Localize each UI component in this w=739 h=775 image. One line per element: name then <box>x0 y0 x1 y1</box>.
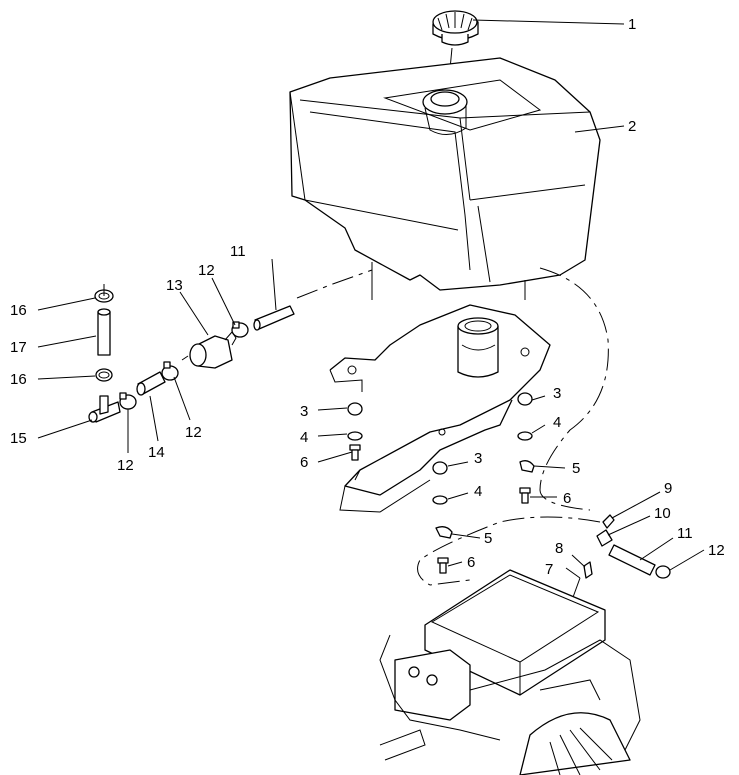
mount-hardware-left <box>347 402 363 461</box>
carburetor-fuel-inlet <box>571 514 671 601</box>
callout-11: 11 <box>230 243 246 260</box>
mounting-plate <box>329 304 551 513</box>
callout-3: 3 <box>300 403 308 420</box>
callout-12: 12 <box>708 542 725 559</box>
fuel-filter <box>181 331 237 369</box>
callout-6: 6 <box>563 490 571 507</box>
callout-2: 2 <box>628 118 636 135</box>
callout-labels: 1 2 3 3 3 4 4 4 5 5 6 6 6 7 8 9 10 11 11… <box>10 16 725 578</box>
mount-hardware-center <box>432 461 453 574</box>
callout-3: 3 <box>474 450 482 467</box>
fuel-cap <box>432 10 479 91</box>
tee-fitting <box>88 395 121 423</box>
fuel-line-routing <box>296 267 609 586</box>
callout-5: 5 <box>484 530 492 547</box>
callout-16: 16 <box>10 302 27 319</box>
callout-11: 11 <box>677 525 693 542</box>
callout-4: 4 <box>474 483 482 500</box>
callout-4: 4 <box>300 429 308 446</box>
callout-6: 6 <box>300 454 308 471</box>
callout-8: 8 <box>555 540 563 557</box>
callout-10: 10 <box>654 505 671 522</box>
callout-5: 5 <box>572 460 580 477</box>
callout-14: 14 <box>148 444 165 461</box>
hose-clamp <box>161 361 179 381</box>
hose-clamp <box>119 392 137 410</box>
fuel-filter-assembly <box>88 289 295 423</box>
mount-hardware-right <box>517 392 535 504</box>
leader-lines <box>37 19 705 579</box>
engine <box>379 569 641 775</box>
callout-12: 12 <box>117 457 134 474</box>
fuel-tank <box>289 57 601 300</box>
hose-clamp <box>231 321 249 338</box>
callout-6: 6 <box>467 554 475 571</box>
callout-3: 3 <box>553 385 561 402</box>
callout-15: 15 <box>10 430 27 447</box>
callout-16: 16 <box>10 371 27 388</box>
callout-7: 7 <box>545 561 553 578</box>
callout-12: 12 <box>185 424 202 441</box>
callout-4: 4 <box>553 414 561 431</box>
callout-12: 12 <box>198 262 215 279</box>
hose-clamp <box>95 368 113 382</box>
callout-17: 17 <box>10 339 27 356</box>
callout-9: 9 <box>664 480 672 497</box>
callout-13: 13 <box>166 277 183 294</box>
callout-1: 1 <box>628 16 636 33</box>
